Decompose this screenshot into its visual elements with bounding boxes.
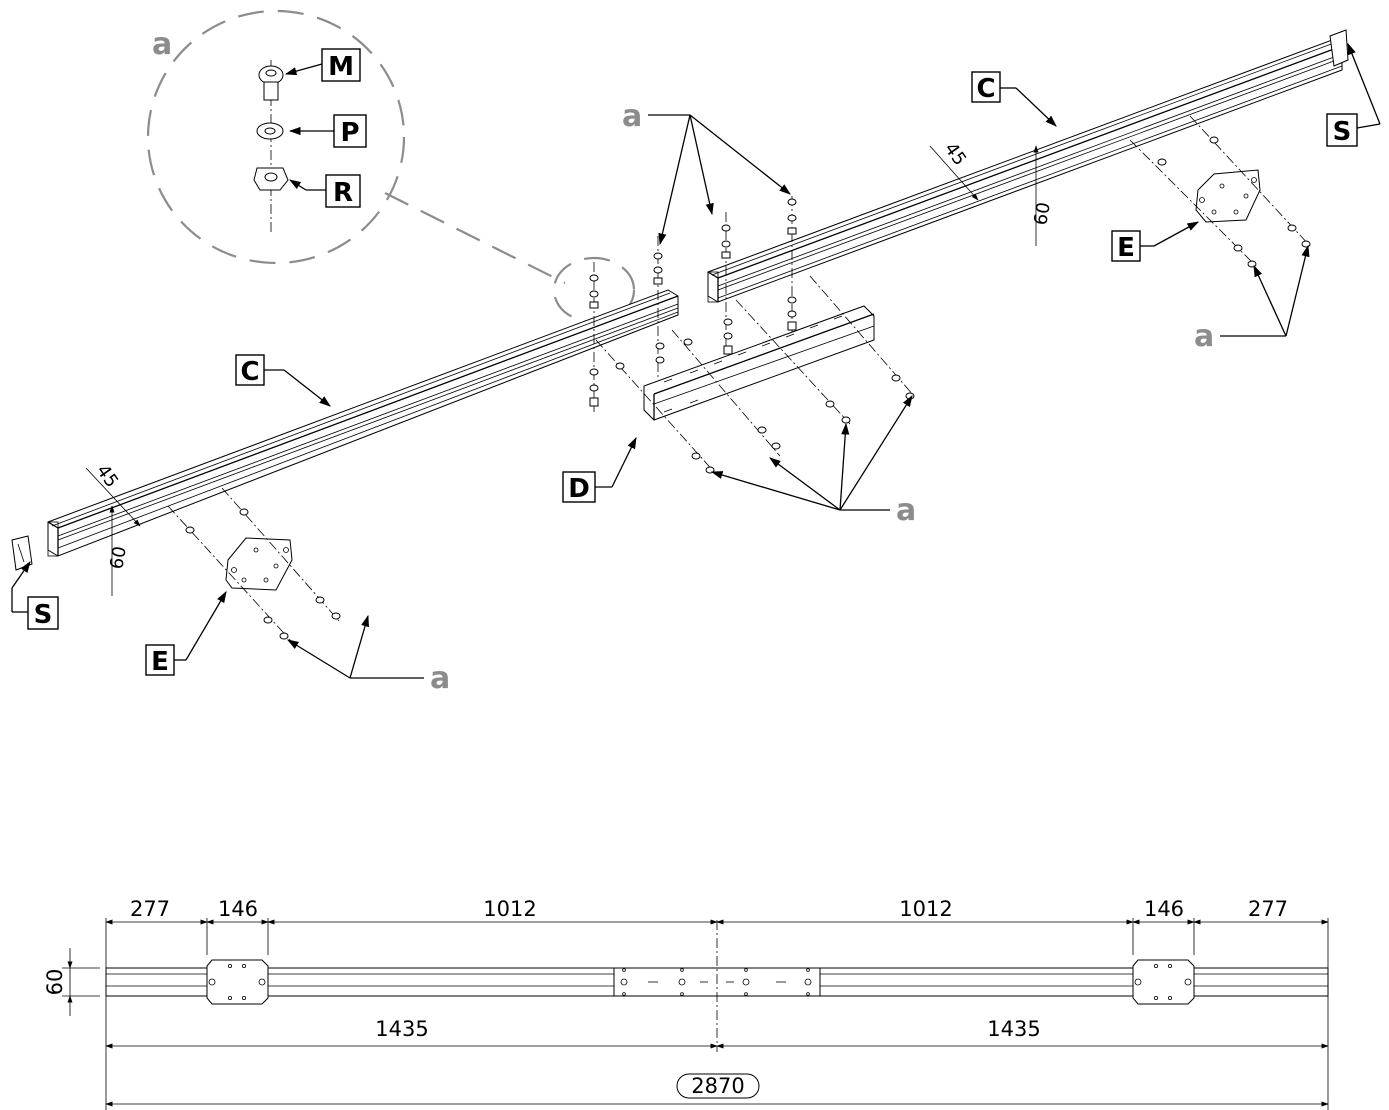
dim-left-height: 60 (106, 545, 131, 571)
fastener-axes (167, 115, 1311, 643)
detail-view-a: a M P R (146, 9, 636, 324)
washer-part (256, 122, 284, 140)
label-s-left: S (34, 600, 53, 630)
label-a-mid: a (896, 493, 916, 528)
bottom-view: 277 146 1012 1012 146 277 60 1435 1435 2… (43, 897, 1329, 1110)
label-s-right: S (1333, 117, 1352, 147)
label-r: R (333, 178, 353, 208)
crossbar (643, 305, 875, 421)
dim-top-4: 1012 (899, 897, 952, 921)
dim-top-6: 277 (1248, 897, 1288, 921)
dim-right-height: 60 (1030, 201, 1055, 227)
callout-a-right: a (1194, 244, 1310, 354)
label-e-left: E (151, 647, 169, 677)
callout-e-right: E (1111, 221, 1200, 263)
left-rail (47, 289, 679, 557)
dim-left-width: 45 (92, 461, 122, 492)
callout-s-right: S (1326, 42, 1381, 147)
callout-c-left: C (235, 354, 331, 407)
label-d: D (568, 474, 590, 504)
dim-half-left: 1435 (375, 1017, 428, 1041)
label-m: M (328, 52, 354, 82)
dim-top-1: 277 (130, 897, 170, 921)
dim-half-right: 1435 (987, 1017, 1040, 1041)
right-rail (707, 39, 1343, 303)
label-c-right: C (976, 74, 995, 104)
dim-top-3: 1012 (483, 897, 536, 921)
callout-d: D (562, 436, 637, 504)
dim-total: 2870 (691, 1074, 744, 1098)
dim-right-width: 45 (940, 139, 970, 170)
callout-s-left: S (11, 561, 59, 630)
dim-top-2: 146 (218, 897, 258, 921)
label-c-left: C (240, 357, 259, 387)
callout-a-mid: a (710, 395, 916, 528)
detail-label: a (152, 27, 172, 62)
nut-part (253, 167, 289, 191)
label-a-top: a (622, 99, 642, 134)
dim-height: 60 (43, 969, 67, 996)
callout-a-left: a (287, 614, 450, 696)
callout-e-left: E (145, 590, 227, 677)
dim-top-5: 146 (1144, 897, 1184, 921)
right-endcap (1329, 29, 1349, 67)
fastener-glyphs (185, 136, 1311, 640)
callout-a-top: a (622, 99, 791, 246)
left-plate (225, 537, 293, 591)
right-plate (1195, 169, 1261, 223)
label-a-right: a (1194, 319, 1214, 354)
screw-part (258, 65, 284, 101)
label-a-left: a (430, 661, 450, 696)
label-e-right: E (1117, 233, 1135, 263)
callout-c-right: C (971, 71, 1057, 127)
label-p: P (340, 118, 359, 148)
left-endcap (11, 535, 33, 571)
